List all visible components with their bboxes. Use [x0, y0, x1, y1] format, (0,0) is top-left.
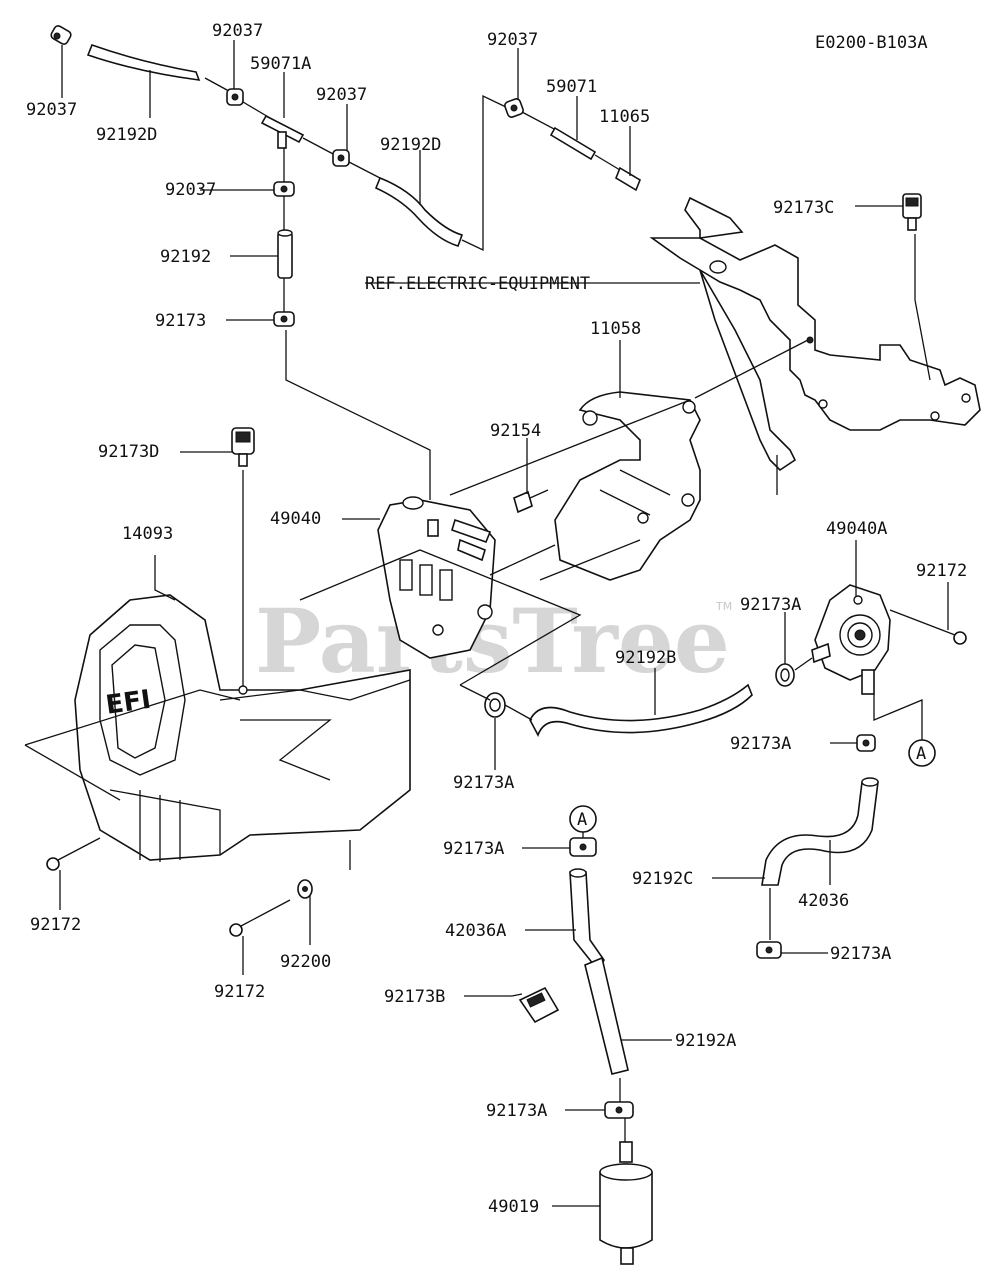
part-label: 11058: [590, 319, 641, 339]
part-label: 92037: [212, 21, 263, 41]
hose-clamp-92173a-c: [856, 734, 876, 752]
screw-92172-a: [46, 837, 101, 871]
fuel-pump-49040a: [811, 584, 891, 695]
part-label: 42036: [798, 891, 849, 911]
part-label: 92192B: [615, 648, 676, 668]
part-label: 92173B: [384, 987, 445, 1007]
part-label: 92192A: [675, 1031, 736, 1051]
electric-equipment-bracket: [649, 196, 981, 495]
part-label: 92172: [916, 561, 967, 581]
part-label: 92173A: [740, 595, 801, 615]
part-label: 92173A: [486, 1101, 547, 1121]
part-label: 92192D: [380, 135, 441, 155]
cover-14093: EFI: [74, 594, 411, 862]
part-label: 92172: [214, 982, 265, 1002]
part-label: 59071: [546, 77, 597, 97]
part-label: 92037: [487, 30, 538, 50]
rubber-plug-92173b: [511, 986, 560, 1024]
fuel-hose-92192b: [529, 683, 753, 737]
part-label: 14093: [122, 524, 173, 544]
canister-bracket-11058: [554, 391, 701, 581]
svg-text:A: A: [577, 810, 587, 830]
watermark-text: PartsTree: [255, 589, 730, 693]
tee-fitting-59071a: [260, 114, 305, 149]
part-label: 49040A: [826, 519, 887, 539]
diagram-code: E0200-B103A: [815, 33, 928, 53]
hose-clamp-92173a-f: [604, 1101, 634, 1119]
part-label: 92173A: [730, 734, 791, 754]
part-label: 11065: [599, 107, 650, 127]
hose-clip-92037-e: [273, 181, 295, 197]
part-label: 92173C: [773, 198, 834, 218]
part-label: 92173A: [443, 839, 504, 859]
part-label: 92037: [165, 180, 216, 200]
part-label: 92173A: [830, 944, 891, 964]
hose-clip-92037-a: [50, 25, 72, 45]
hose-clip-92037-c: [332, 149, 350, 167]
part-label: 92037: [316, 85, 367, 105]
part-label: 92192D: [96, 125, 157, 145]
part-label: 92172: [30, 915, 81, 935]
fuel-hose-92192a: [584, 956, 629, 1075]
callout-a-center: A: [569, 805, 597, 833]
fuel-hose-92192: [277, 229, 293, 279]
part-label: 49040: [270, 509, 321, 529]
hose-clamp-92173: [273, 311, 295, 327]
svg-text:A: A: [916, 744, 926, 764]
screw-92172-c: [889, 609, 967, 645]
part-label: 92173A: [453, 773, 514, 793]
hose-clamp-92173a-e: [569, 837, 597, 857]
cap-11065: [615, 166, 641, 192]
screw-92172-b: [229, 899, 291, 937]
fuel-hose-92192d-b: [374, 176, 464, 247]
part-label: 42036A: [445, 921, 506, 941]
hose-clip-92037-b: [226, 88, 244, 106]
hose-clamp-92173a-d: [756, 941, 782, 959]
rubber-plug-92173d: [231, 427, 255, 467]
part-label: 92037: [26, 100, 77, 120]
reference-note: REF.ELECTRIC-EQUIPMENT: [365, 274, 590, 294]
part-label: 92173D: [98, 442, 159, 462]
bolt-92154: [513, 489, 549, 514]
part-label: 92192: [160, 247, 211, 267]
fuel-filter-49019: [599, 1141, 653, 1265]
fuel-hose-92192d-a: [86, 43, 201, 81]
part-label: 92192C: [632, 869, 693, 889]
rubber-plug-92173c: [902, 193, 922, 231]
hose-clamp-92173a-a: [775, 663, 795, 687]
hose-fitting-59071: [549, 126, 597, 161]
callout-a-right: A: [908, 739, 936, 767]
part-label: 59071A: [250, 54, 311, 74]
part-label: 92154: [490, 421, 541, 441]
washer-92200: [297, 879, 313, 899]
fuel-hose-42036a: [569, 871, 605, 972]
part-label: 92173: [155, 311, 206, 331]
part-label: 49019: [488, 1197, 539, 1217]
canister-49040: [377, 496, 496, 659]
hose-clip-92037-d: [504, 98, 524, 118]
part-label-group: 92037 92192D 92037 59071A 92037 92037 92…: [26, 21, 967, 1217]
fuel-hose-42036: [761, 781, 879, 886]
watermark-trademark: TM: [715, 600, 732, 613]
svg-text:EFI: EFI: [104, 685, 153, 721]
part-label: 92200: [280, 952, 331, 972]
hose-clamp-92173a-b: [484, 692, 506, 718]
